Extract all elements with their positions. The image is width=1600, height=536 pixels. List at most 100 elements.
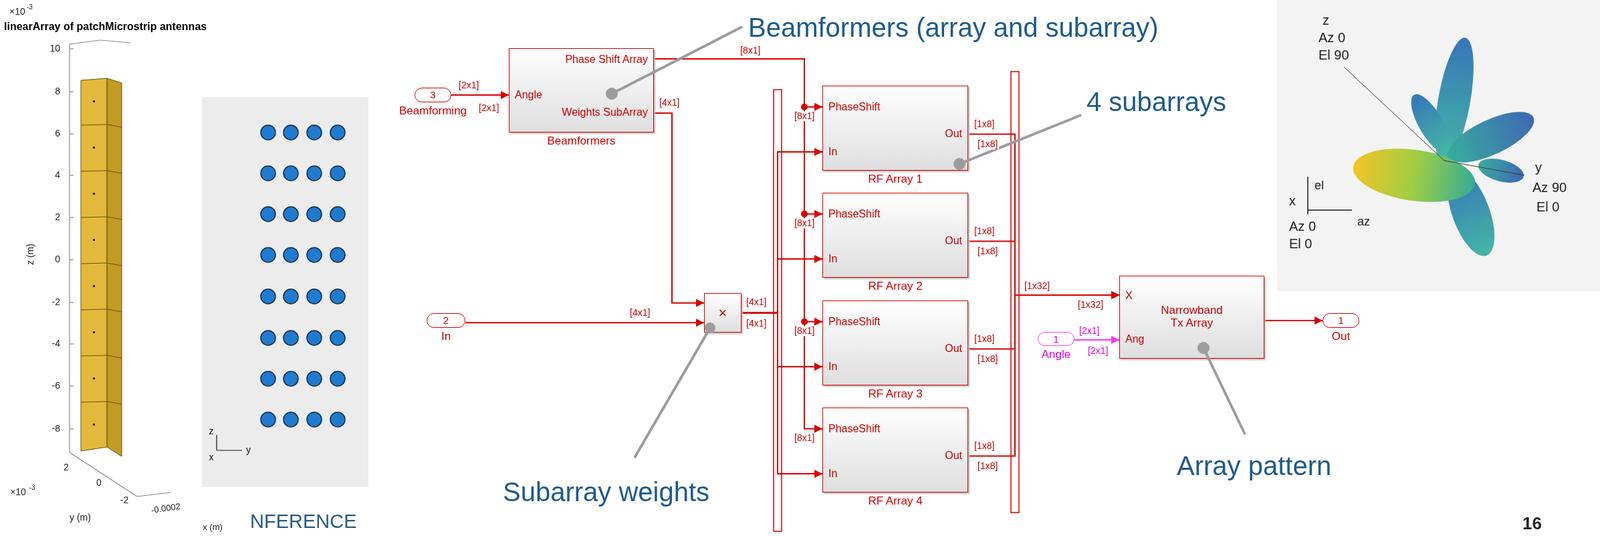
port-label: In: [828, 252, 838, 265]
antenna-element: [260, 371, 276, 386]
port-label: In: [828, 145, 838, 158]
signal-line: [451, 94, 509, 96]
axis-exponent: ×10: [10, 486, 27, 497]
axis-letter: z: [209, 425, 214, 436]
tick-label: -4: [52, 338, 61, 349]
callout-text: 4 subarrays: [1086, 86, 1227, 117]
signal-line: [465, 321, 705, 323]
inport: 1Angle: [1037, 331, 1075, 346]
signal-dimension: [4x1]: [657, 97, 681, 108]
antenna-element: [283, 330, 299, 346]
feed-point: [92, 330, 95, 333]
patch-divider: [106, 124, 122, 128]
signal-line: [741, 312, 823, 475]
antenna-element: [283, 288, 299, 304]
page-number: 16: [1522, 513, 1542, 533]
signal-dimension: [8x1]: [792, 217, 816, 228]
antenna-element: [283, 125, 299, 140]
signal-dimension: [4x1]: [744, 318, 768, 329]
patch-divider: [80, 216, 107, 218]
antenna-element: [330, 371, 346, 386]
antenna-element: [260, 247, 276, 263]
tick-label: 10: [49, 43, 61, 54]
port-label: X: [1125, 289, 1133, 302]
patch-divider: [80, 170, 107, 172]
axis-exponent: -3: [26, 3, 33, 11]
signal-line: [741, 258, 823, 313]
antenna-element: [260, 288, 276, 304]
port-label: ×: [718, 304, 728, 321]
patch-divider: [80, 401, 107, 402]
pattern-axis-label: y: [1535, 159, 1542, 175]
feed-point: [92, 284, 95, 287]
pattern-axis-label: Az 0: [1318, 30, 1346, 45]
patch-divider: [106, 308, 122, 312]
callout-text: Subarray weights: [502, 476, 710, 507]
patch-divider: [106, 216, 122, 220]
antenna-element: [306, 206, 322, 222]
feed-point: [92, 146, 95, 149]
signal-dimension: [1x8]: [972, 225, 996, 237]
subarray-block: PhaseShiftInOutRF Array 4: [822, 407, 969, 493]
plot-axes: [69, 40, 171, 497]
tick-label: 6: [54, 128, 61, 139]
feed-point: [92, 423, 95, 426]
callout-text: Array pattern: [1176, 450, 1332, 481]
feed-point: [92, 100, 95, 103]
antenna-element: [283, 411, 299, 427]
inport: 2In: [426, 312, 466, 328]
antenna-element: [306, 371, 322, 386]
tick-label: -2: [52, 296, 61, 307]
axis-title: x (m): [202, 522, 223, 532]
pattern-axis-label: El 0: [1536, 199, 1560, 214]
antenna-element: [330, 247, 346, 263]
block-name: RF Array 2: [867, 280, 923, 293]
port-label: PhaseShift: [828, 207, 880, 220]
signal-dimension: [8x1]: [792, 110, 816, 122]
port-label: 3: [429, 89, 436, 101]
patch-divider: [106, 262, 122, 266]
port-label: PhaseShift: [828, 315, 880, 328]
antenna-element: [260, 125, 276, 140]
pattern-axis-label: el: [1314, 179, 1324, 193]
signal-dimension: [1x8]: [972, 440, 996, 451]
axis-title: y (m): [69, 512, 91, 523]
signal-dimension: [1x32]: [1022, 280, 1052, 291]
patch-divider: [80, 124, 107, 126]
port-label: Out: [944, 449, 963, 462]
radiation-pattern: [1307, 34, 1541, 262]
antenna-element: [306, 247, 322, 263]
subarray-block: PhaseShiftInOutRF Array 1: [822, 85, 969, 171]
port-label: Out: [944, 234, 963, 247]
feed-point: [92, 238, 95, 241]
tx-array-block: XAngNarrowband Tx Array: [1119, 275, 1265, 359]
signal-dimension: [1x8]: [972, 119, 996, 130]
signal-dimension: [2x1]: [457, 80, 481, 91]
block-name: Angle: [1041, 348, 1071, 362]
signal-line: [968, 294, 1120, 349]
antenna-element: [330, 411, 346, 427]
patch-divider: [106, 401, 122, 404]
pattern-image: [1277, 0, 1600, 291]
antenna-element: [306, 330, 322, 346]
patch-divider: [80, 308, 107, 310]
grid-axes: [216, 434, 243, 450]
signal-dimension: [8x1]: [738, 45, 762, 56]
port-label: In: [828, 467, 838, 480]
antenna-element: [330, 288, 346, 304]
signal-line: [653, 58, 823, 322]
element-grid: [260, 125, 346, 427]
port-label: Angle: [514, 88, 543, 101]
port-label: Phase Shift Array: [564, 53, 648, 66]
tick-label: -2: [120, 494, 129, 505]
pattern-axis-label: z: [1322, 12, 1330, 28]
patch-divider: [80, 355, 107, 356]
signal-dimension: [1x8]: [976, 353, 999, 364]
port-label: 1: [1337, 314, 1344, 327]
antenna-element: [260, 206, 276, 222]
signal-line: [653, 112, 705, 303]
pattern-axis-label: Az 0: [1289, 218, 1316, 234]
axis-title: z (m): [25, 243, 36, 265]
